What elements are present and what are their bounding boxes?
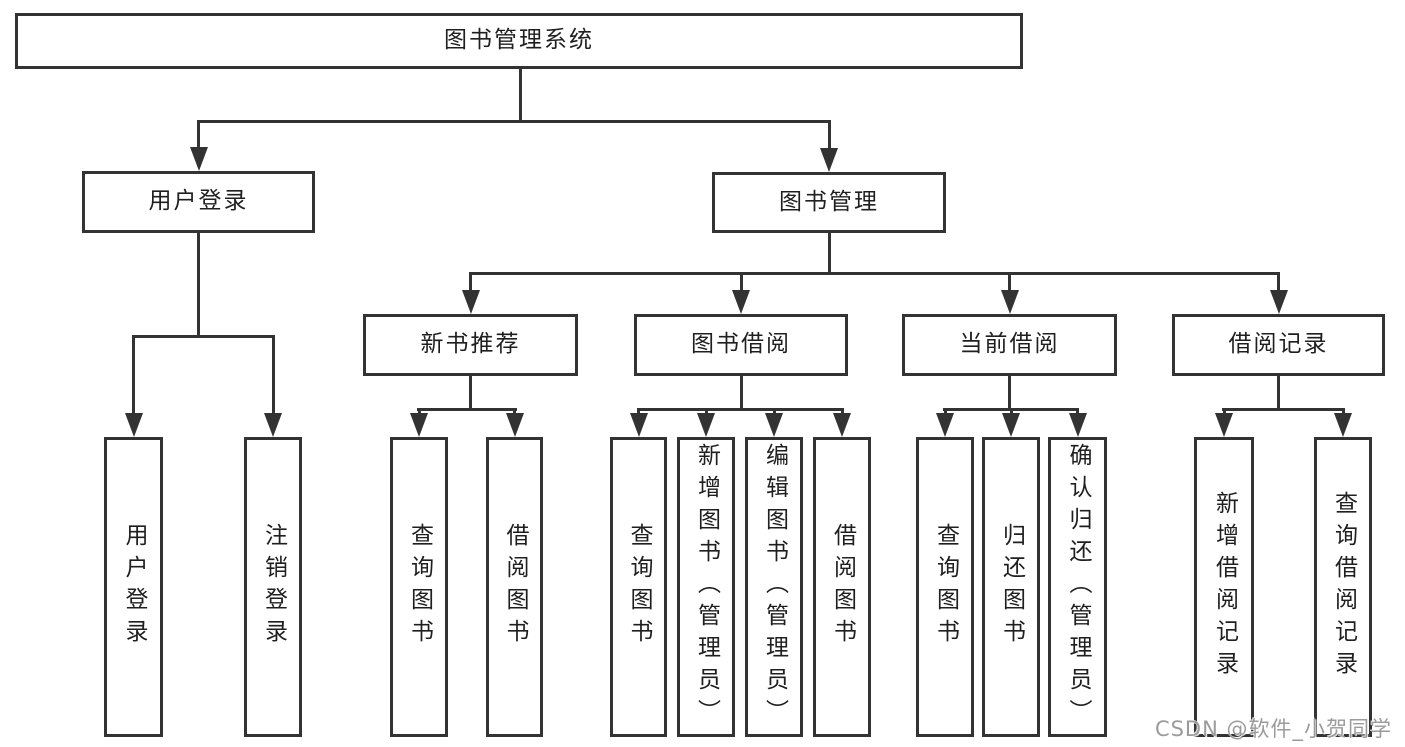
node-borrow-books-borrow: 借阅图书 [813,437,871,737]
connector-line [197,120,200,165]
arrow-down-icon [1000,290,1019,314]
arrow-down-icon [697,413,715,437]
arrow-down-icon [732,290,750,314]
arrow-down-icon [410,413,428,437]
connector-line [1222,408,1345,411]
node-query-borrow-record: 查询借阅记录 [1314,437,1372,737]
arrow-down-icon [820,148,838,172]
node-book-management: 图书管理 [712,172,946,233]
connector-line [1008,272,1011,298]
connector-line [417,408,517,411]
arrow-down-icon [461,290,480,314]
arrow-down-icon [1068,413,1087,437]
node-root: 图书管理系统 [15,13,1023,69]
connector-line [1008,376,1011,411]
arrow-down-icon [833,413,851,437]
arrow-down-icon [1269,290,1288,314]
connector-line [469,272,1280,275]
node-add-borrow-record: 新增借阅记录 [1194,437,1254,737]
connector-line [132,335,275,338]
connector-line [739,376,743,411]
arrow-down-icon [264,413,282,437]
node-return-books: 归还图书 [982,437,1040,737]
connector-line [1277,376,1280,411]
connector-line [271,335,275,419]
watermark: CSDN @软件_小贺同学 [1154,717,1392,741]
node-borrow-record: 借阅记录 [1172,314,1385,376]
connector-line [519,68,522,123]
node-edit-books-admin: 编辑图书（管理员） [745,437,803,737]
connector-line [132,335,135,419]
node-add-books-admin: 新增图书（管理员） [677,437,735,737]
node-logout-leaf: 注销登录 [244,437,302,737]
node-query-books-recommend: 查询图书 [390,437,448,737]
node-user-login: 用户登录 [82,171,315,233]
connector-line [739,272,743,298]
arrow-down-icon [1334,413,1352,437]
node-borrow-books-recommend: 借阅图书 [486,437,543,737]
arrow-down-icon [505,413,524,437]
node-user-login-leaf: 用户登录 [104,437,163,737]
connector-line [943,408,1079,411]
arrow-down-icon [1002,413,1020,437]
connector-line [827,233,831,275]
arrow-down-icon [124,413,143,437]
node-new-book-recommend: 新书推荐 [363,314,578,376]
connector-line [469,272,472,298]
connector-line [637,408,844,411]
connector-line [827,120,831,166]
connector-line [469,376,472,411]
connector-line [197,120,831,123]
node-confirm-return-admin: 确认归还（管理员） [1048,437,1107,737]
connector-line [197,233,200,338]
arrow-down-icon [1215,413,1233,437]
arrow-down-icon [629,413,648,437]
node-book-borrow: 图书借阅 [634,314,848,376]
arrow-down-icon [189,147,208,171]
node-query-books-current: 查询图书 [916,437,974,737]
arrow-down-icon [765,413,783,437]
node-current-borrow: 当前借阅 [902,314,1117,376]
arrow-down-icon [936,413,954,437]
node-query-books-borrow: 查询图书 [610,437,667,737]
connector-line [1277,272,1280,298]
